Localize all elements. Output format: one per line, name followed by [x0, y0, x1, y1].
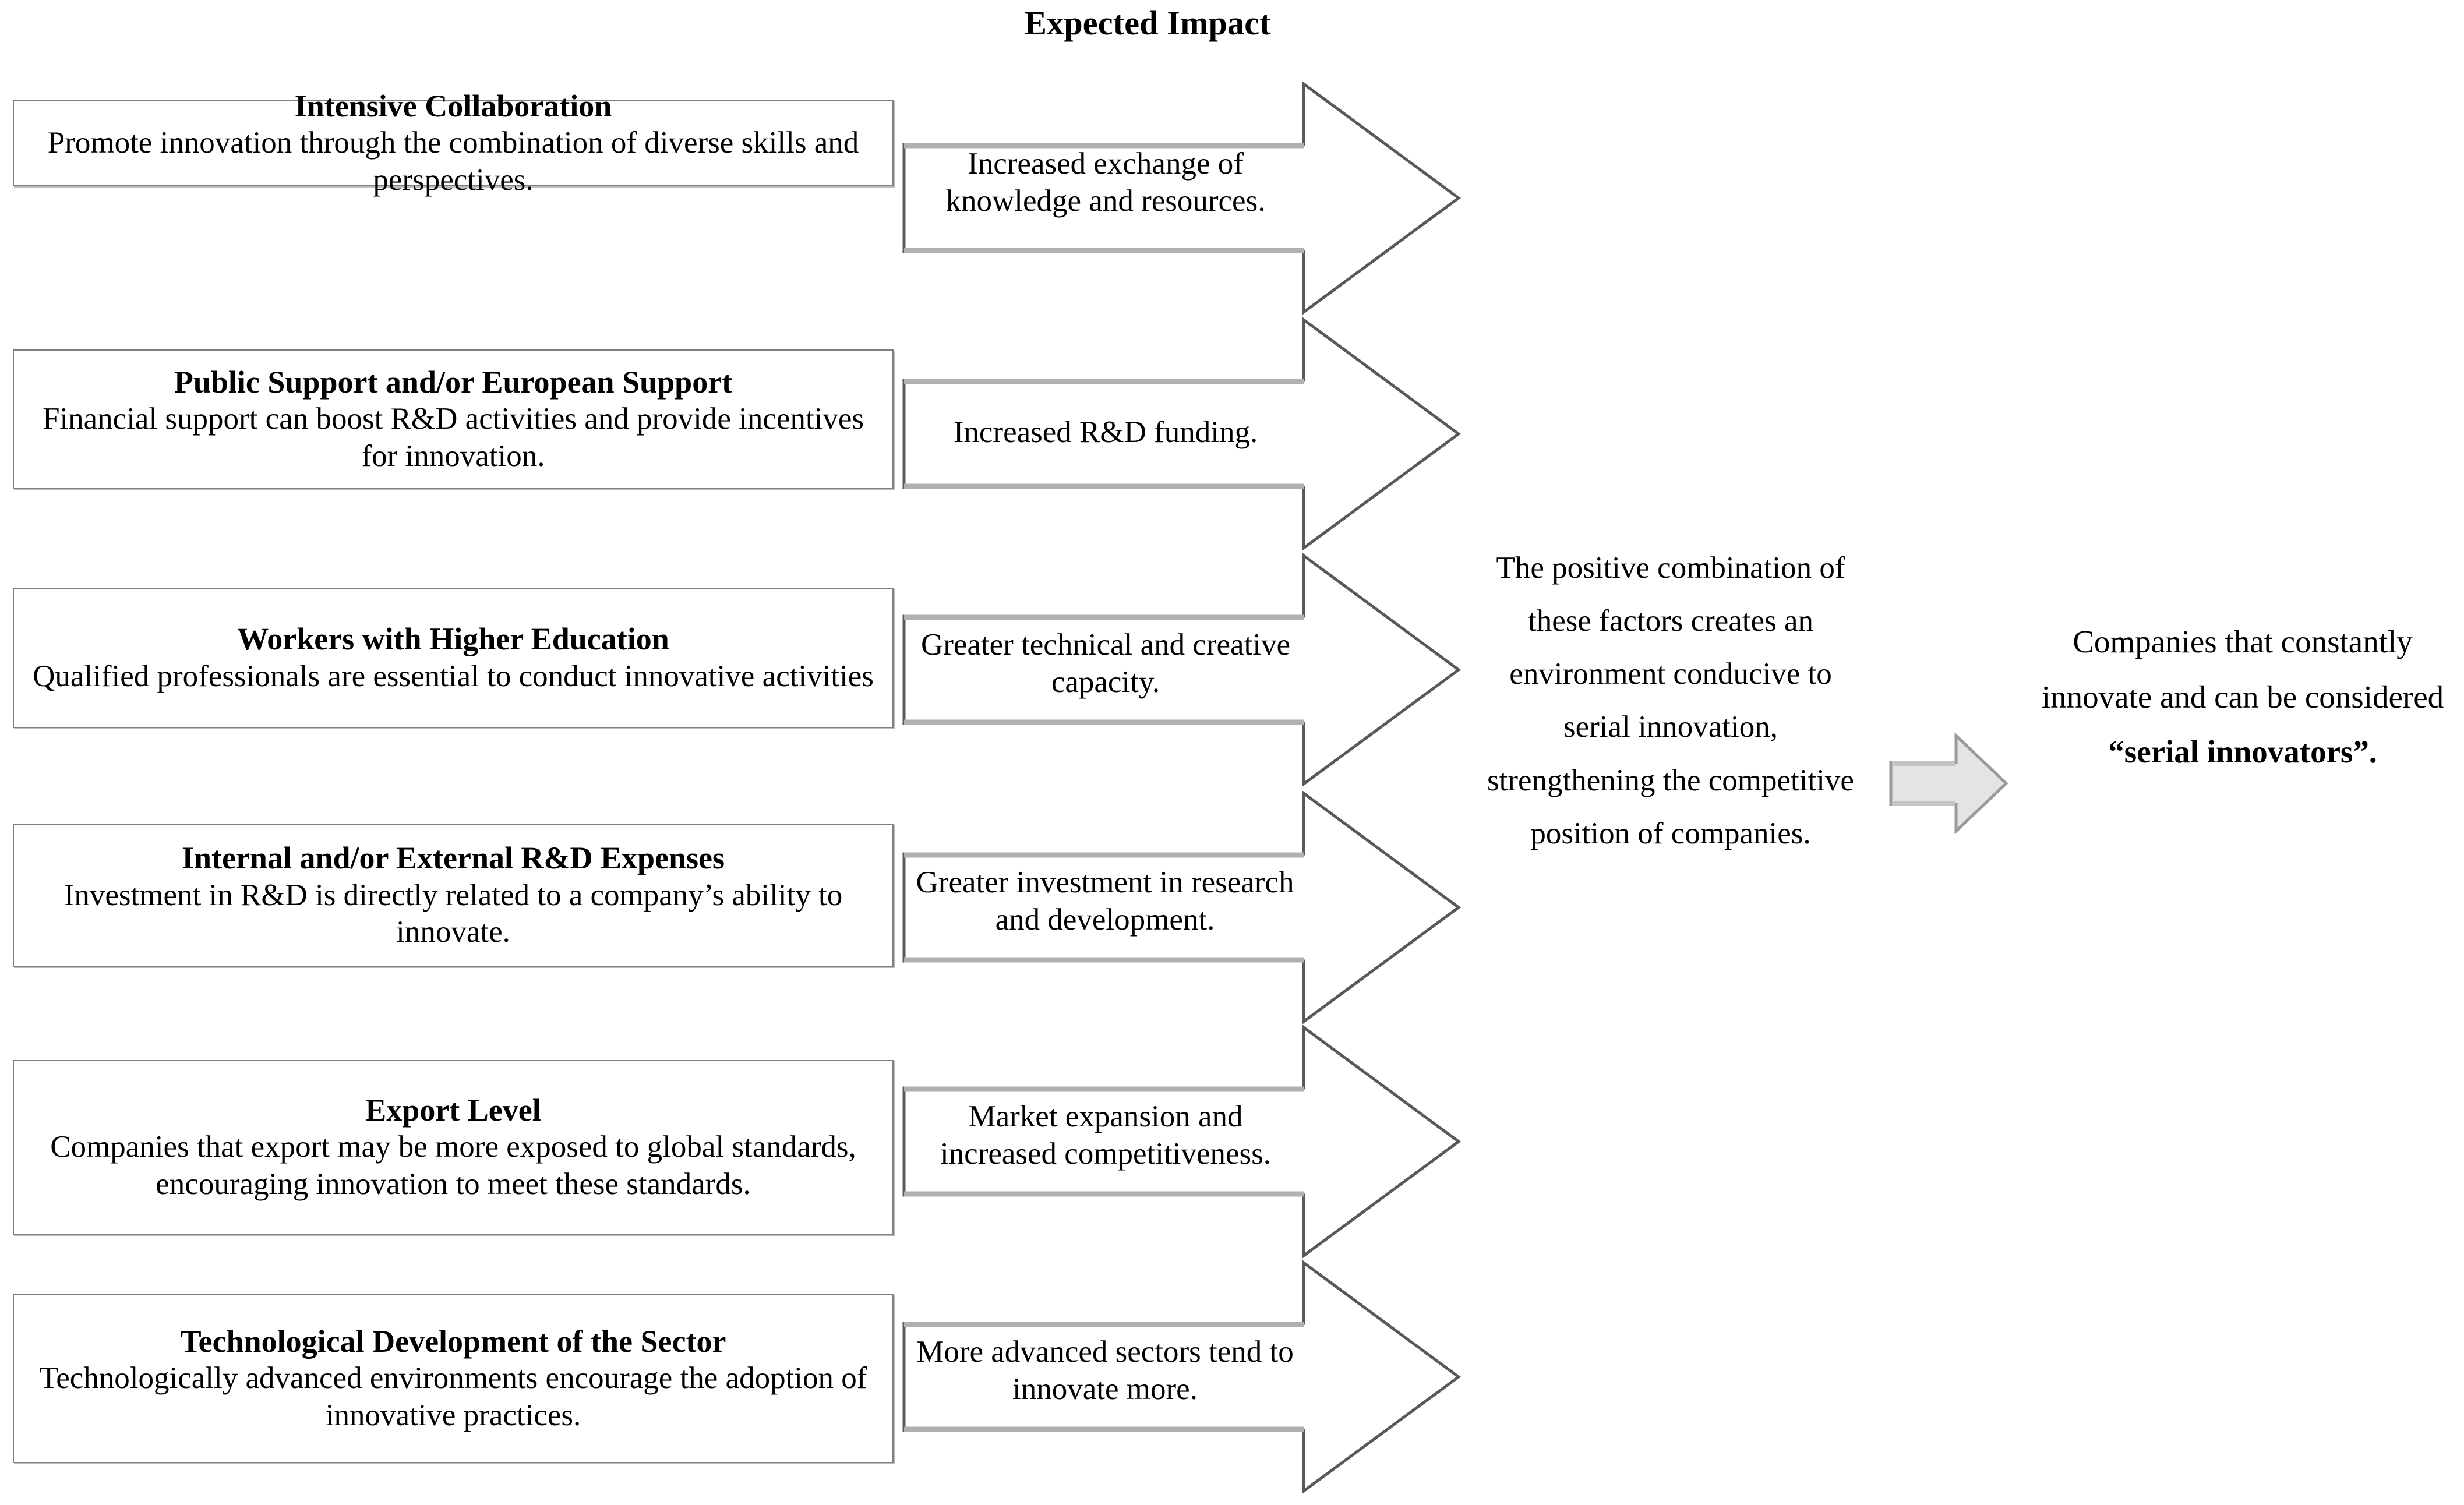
conclusion-prefix: Companies that constantly innovate and c…	[2041, 624, 2444, 715]
factor-box-4[interactable]: Internal and/or External R&D Expenses In…	[13, 824, 894, 967]
factor-description: Financial support can boost R&D activiti…	[42, 402, 864, 473]
impact-label: Increased exchange of knowledge and reso…	[945, 147, 1266, 218]
factor-title: Export Level	[365, 1092, 541, 1128]
factor-description: Investment in R&D is directly related to…	[63, 878, 843, 949]
factor-title: Internal and/or External R&D Expenses	[181, 840, 725, 876]
factor-title: Technological Development of the Sector	[180, 1323, 726, 1359]
factor-box-3[interactable]: Workers with Higher Education Qualified …	[13, 588, 894, 728]
factor-title: Intensive Collaboration	[294, 88, 612, 123]
factor-description: Promote innovation through the combinati…	[47, 126, 859, 197]
factor-description: Qualified professionals are essential to…	[33, 659, 874, 694]
impact-arrow-4[interactable]: Greater investment in research and devel…	[902, 791, 1461, 1024]
right-arrow-icon	[1887, 731, 2010, 836]
impact-arrow-6[interactable]: More advanced sectors tend to innovate m…	[902, 1260, 1461, 1493]
factor-box-2[interactable]: Public Support and/or European Support F…	[13, 349, 894, 489]
synthesis-text: The positive combination of these factor…	[1487, 551, 1854, 850]
factor-box-1[interactable]: Intensive Collaboration Promote innovati…	[13, 89, 894, 197]
impact-arrow-2[interactable]: Increased R&D funding.	[902, 317, 1461, 550]
factor-box-5[interactable]: Export Level Companies that export may b…	[13, 1060, 894, 1235]
impact-arrow-1[interactable]: Increased exchange of knowledge and reso…	[902, 82, 1461, 315]
impact-label: Greater technical and creative capacity.	[920, 628, 1291, 699]
conclusion-emphasis: “serial innovators”.	[2108, 734, 2377, 770]
factor-box-6[interactable]: Technological Development of the Sector …	[13, 1294, 894, 1463]
impact-label: Greater investment in research and devel…	[916, 865, 1294, 937]
conclusion-text: Companies that constantly innovate and c…	[2021, 614, 2464, 780]
factor-title: Workers with Higher Education	[237, 621, 669, 657]
impact-label: More advanced sectors tend to innovate m…	[916, 1335, 1294, 1406]
factor-description: Companies that export may be more expose…	[50, 1130, 856, 1201]
factor-description: Technologically advanced environments en…	[39, 1361, 867, 1432]
impact-label: Increased R&D funding.	[953, 415, 1258, 449]
impact-label: Market expansion and increased competiti…	[940, 1100, 1272, 1171]
impact-arrow-5[interactable]: Market expansion and increased competiti…	[902, 1025, 1461, 1258]
diagram-title: Expected Impact	[1024, 4, 1271, 42]
impact-arrow-3[interactable]: Greater technical and creative capacity.	[902, 553, 1461, 786]
factor-title: Public Support and/or European Support	[174, 364, 733, 400]
